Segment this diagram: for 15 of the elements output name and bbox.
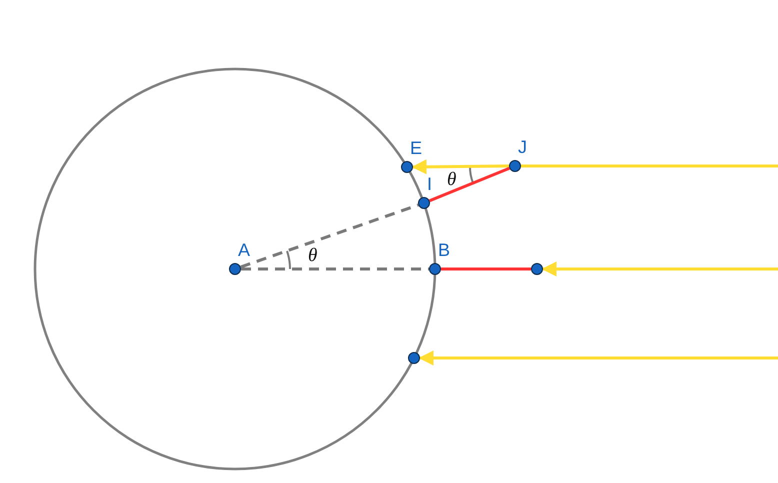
arrow	[418, 350, 778, 366]
angle-label: θ	[447, 170, 456, 190]
dashed-line	[241, 268, 429, 270]
arrow	[412, 159, 510, 174]
dashed-line	[240, 204, 419, 268]
line-segment	[521, 164, 778, 168]
point-label: J	[518, 138, 527, 156]
point-label: B	[438, 241, 450, 259]
line-segment	[429, 166, 510, 202]
line-segment	[441, 268, 531, 270]
arrow	[542, 262, 778, 276]
point-label: A	[238, 241, 250, 259]
point-label: E	[410, 139, 422, 157]
angle-label: θ	[308, 246, 318, 266]
point-label: I	[427, 175, 432, 193]
